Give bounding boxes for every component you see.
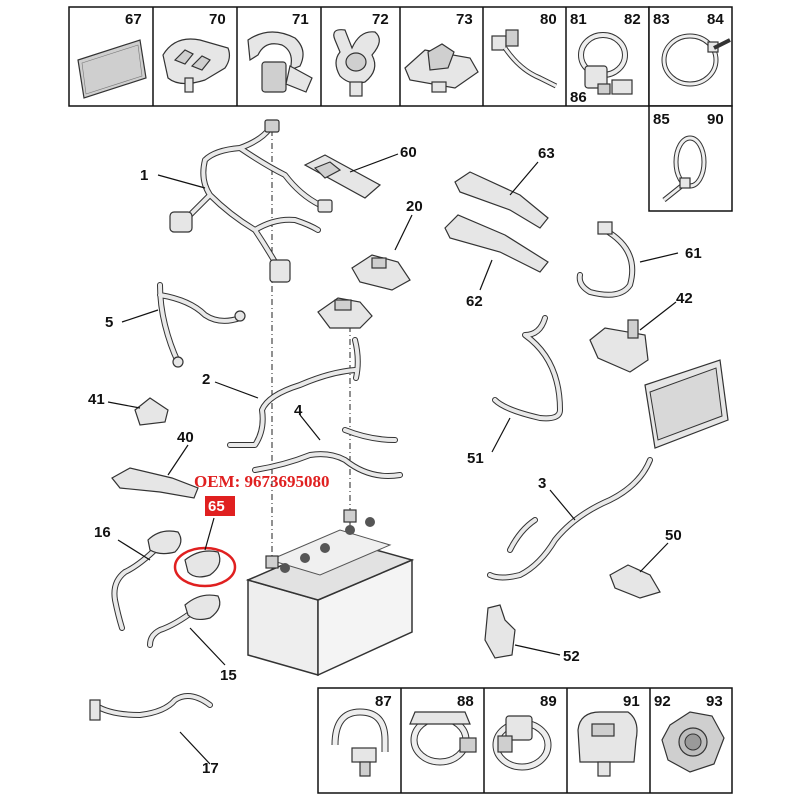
cell-number-71: 71 xyxy=(292,11,309,28)
strap-61-part xyxy=(576,221,636,298)
sensor-65-part xyxy=(173,546,237,588)
cell-number-83: 83 xyxy=(653,11,670,28)
callout-17: 17 xyxy=(202,760,219,777)
bracket-52-part xyxy=(484,604,516,659)
main-harness-part xyxy=(169,119,333,283)
callout-63: 63 xyxy=(538,145,555,162)
callout-41: 41 xyxy=(88,391,105,408)
bracket-42-part xyxy=(589,319,649,373)
pad-part-icon xyxy=(77,39,147,99)
p-clip-icon xyxy=(331,708,389,777)
cell-number-93: 93 xyxy=(706,693,723,710)
double-clip-icon xyxy=(492,715,552,771)
highlight-badge xyxy=(205,496,235,516)
callout-60: 60 xyxy=(400,144,417,161)
cell-number-80: 80 xyxy=(540,11,557,28)
callout-62: 62 xyxy=(466,293,483,310)
cell-number-67: 67 xyxy=(125,11,142,28)
cell-number-91: 91 xyxy=(623,693,640,710)
terminal-box-part xyxy=(317,297,373,329)
battery-part xyxy=(245,509,415,677)
pipe-clip-icon xyxy=(247,31,313,93)
callout-52: 52 xyxy=(563,648,580,665)
bracket-40-part xyxy=(111,467,199,499)
callout-50: 50 xyxy=(665,527,682,544)
bracket-41-part xyxy=(134,397,169,426)
round-clip-icon xyxy=(333,29,380,97)
cell-number-72: 72 xyxy=(372,11,389,28)
callouts: 1 60 63 20 61 62 42 5 2 4 41 40 51 3 16 … xyxy=(88,144,702,777)
junction-20-part xyxy=(351,254,411,291)
multi-clip-icon xyxy=(162,38,231,93)
bottom-parts-grid: 87 88 89 91 92 93 xyxy=(317,687,733,794)
cable-5-part xyxy=(157,282,246,368)
cell-number-81: 81 xyxy=(570,11,587,28)
bracket-60-part xyxy=(303,154,382,199)
ecu-module-part xyxy=(644,359,729,449)
cable-tie-icon xyxy=(662,135,707,202)
callout-40: 40 xyxy=(177,429,194,446)
callout-15: 15 xyxy=(220,667,237,684)
cell-number-85: 85 xyxy=(653,111,670,128)
cable-51-part xyxy=(492,315,563,422)
cell-number-82: 82 xyxy=(624,11,641,28)
cable-tie-clip-icon xyxy=(491,29,558,89)
hex-nut-icon xyxy=(661,711,725,773)
oem-label: OEM: 9673695080 xyxy=(194,472,330,491)
bracket-63-part xyxy=(454,171,549,229)
callout-3: 3 xyxy=(538,475,546,492)
callout-2: 2 xyxy=(202,371,210,388)
callout-42: 42 xyxy=(676,290,693,307)
cell-number-84: 84 xyxy=(707,11,724,28)
cell-number-70: 70 xyxy=(209,11,226,28)
callout-5: 5 xyxy=(105,314,113,331)
leader-lines xyxy=(107,153,679,765)
hose-clamp-icon xyxy=(578,32,633,95)
flat-clip-icon xyxy=(404,43,479,93)
hose-clip-icon xyxy=(409,711,477,766)
bracket-50-part xyxy=(609,564,661,599)
highlight-number-65: 65 xyxy=(208,498,225,515)
cable-4-part xyxy=(252,427,403,479)
cell-number-86: 86 xyxy=(570,89,587,106)
callout-4: 4 xyxy=(294,402,303,419)
cell-number-88: 88 xyxy=(457,693,474,710)
callout-61: 61 xyxy=(685,245,702,262)
cell-number-89: 89 xyxy=(540,693,557,710)
cable-tie-loop-icon xyxy=(661,33,731,87)
callout-16: 16 xyxy=(94,524,111,541)
pipe-bracket-icon xyxy=(577,711,638,777)
bracket-62-part xyxy=(444,214,549,273)
cell-number-73: 73 xyxy=(456,11,473,28)
cell-number-90: 90 xyxy=(707,111,724,128)
cell-number-87: 87 xyxy=(375,693,392,710)
top-parts-grid: 67 70 71 72 73 80 81 82 86 83 84 85 90 xyxy=(68,6,733,212)
cable-15-part xyxy=(147,594,221,648)
callout-1: 1 xyxy=(140,167,148,184)
cable-2-part xyxy=(227,337,361,448)
callout-51: 51 xyxy=(467,450,484,467)
cell-number-92: 92 xyxy=(654,693,671,710)
cable-17-part xyxy=(89,693,213,721)
cable-16-part xyxy=(111,530,182,631)
cable-3-part xyxy=(487,457,653,581)
callout-20: 20 xyxy=(406,198,423,215)
